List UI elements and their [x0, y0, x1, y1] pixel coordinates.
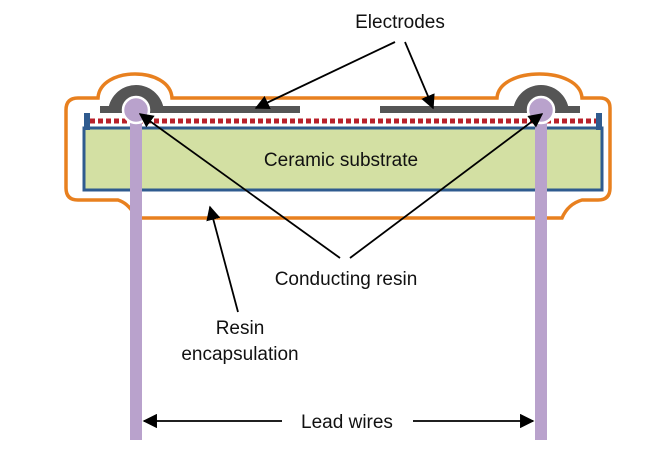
lead-wire-right: [535, 112, 547, 440]
electrode-left: [100, 106, 300, 113]
arrow-electrodes-left: [254, 41, 396, 109]
arrow-electrodes-right: [404, 41, 435, 110]
arrow-conducting-resin-left: [138, 113, 341, 259]
label-ceramic-substrate: Ceramic substrate: [264, 150, 418, 171]
label-lead-wires: Lead wires: [301, 412, 393, 433]
lead-wire-left: [130, 112, 142, 440]
label-resin-line2: encapsulation: [181, 344, 298, 365]
substrate-edge-left: [84, 113, 90, 130]
arrow-conducting-resin-right: [349, 113, 544, 259]
lead-wire-right-end: [526, 95, 556, 125]
label-conducting-resin: Conducting resin: [275, 269, 418, 290]
ceramic-substrate: [82, 126, 604, 192]
label-electrodes: Electrodes: [355, 12, 445, 33]
arrow-resin-encapsulation: [206, 205, 239, 313]
lead-wire-left-end: [121, 95, 151, 125]
label-resin-line1: Resin: [216, 318, 265, 339]
electrode-right: [380, 106, 580, 113]
substrate-edge-right: [596, 113, 602, 130]
